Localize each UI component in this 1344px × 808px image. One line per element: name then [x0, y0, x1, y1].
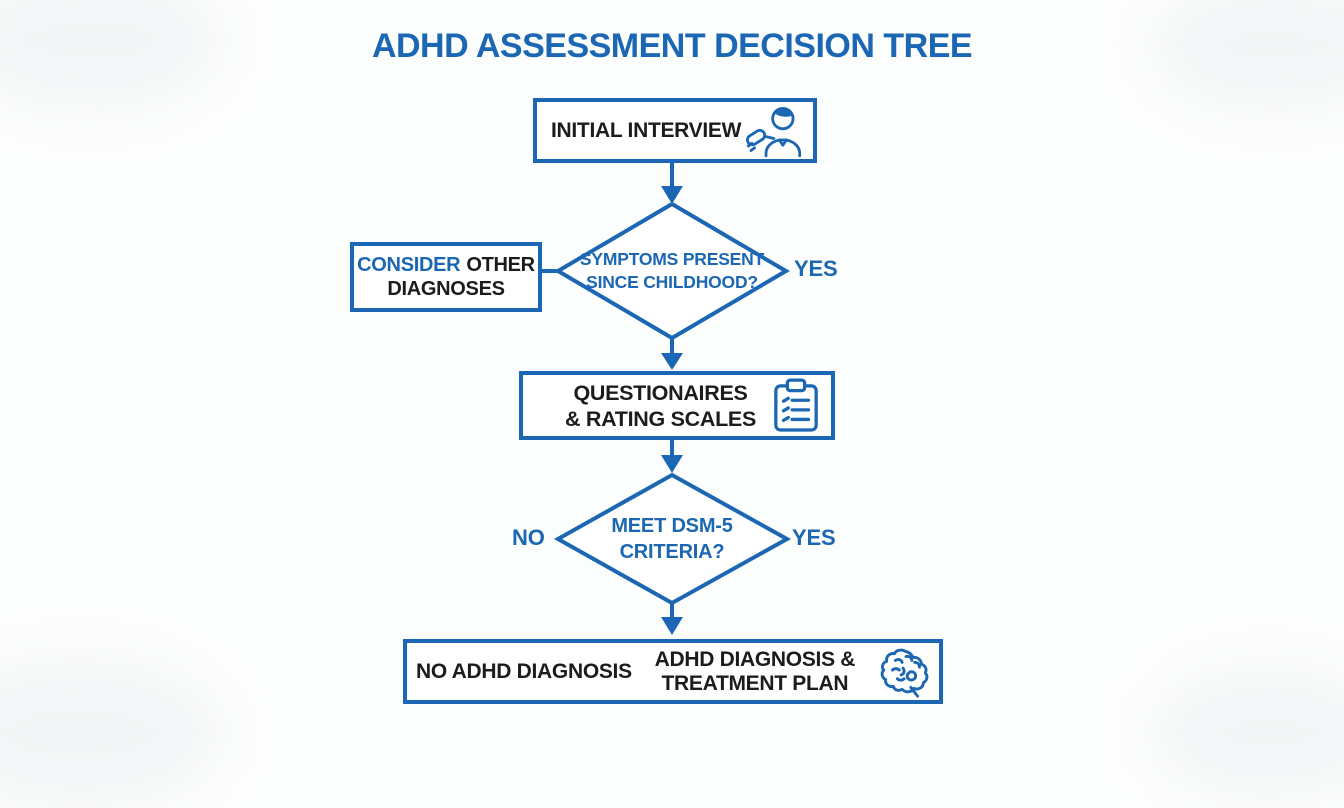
- page-title: ADHD ASSESSMENT DECISION TREE: [371, 27, 973, 65]
- arrow-childhood-to-questionnaires: [661, 338, 683, 370]
- arrow-initial-to-childhood: [661, 163, 683, 204]
- interviewer-microphone-icon: [743, 104, 805, 158]
- initial-interview-node: INITIAL INTERVIEW: [533, 98, 817, 163]
- adhd-diagnosis-treatment-label: ADHD DIAGNOSIS & TREATMENT PLAN: [654, 647, 856, 695]
- flowchart-canvas: ADHD ASSESSMENT DECISION TREE INI: [350, 27, 973, 704]
- questionnaires-label: QUESTIONAIRES & RATING SCALES: [565, 380, 756, 431]
- arrow-dsm5-to-outcome: [661, 603, 683, 635]
- dsm5-yes-label: YES: [792, 525, 836, 550]
- childhood-decision-label: SYMPTOMS PRESENT SINCE CHILDHOOD?: [579, 249, 765, 292]
- flow-connectors: [542, 163, 792, 635]
- dsm5-decision-label: MEET DSM-5 CRITERIA?: [611, 515, 733, 563]
- clipboard-checklist-icon: [772, 377, 820, 434]
- childhood-yes-label: YES: [794, 256, 838, 281]
- dsm5-no-label: NO: [512, 525, 545, 550]
- outcome-node: NO ADHD DIAGNOSIS ADHD DIAGNOSIS & TREAT…: [403, 639, 943, 704]
- brain-icon: [878, 645, 934, 699]
- initial-interview-label: INITIAL INTERVIEW: [551, 118, 742, 142]
- questionnaires-node: QUESTIONAIRES & RATING SCALES: [519, 371, 835, 440]
- arrow-questionnaires-to-dsm5: [661, 440, 683, 473]
- no-adhd-diagnosis-label: NO ADHD DIAGNOSIS: [416, 659, 632, 683]
